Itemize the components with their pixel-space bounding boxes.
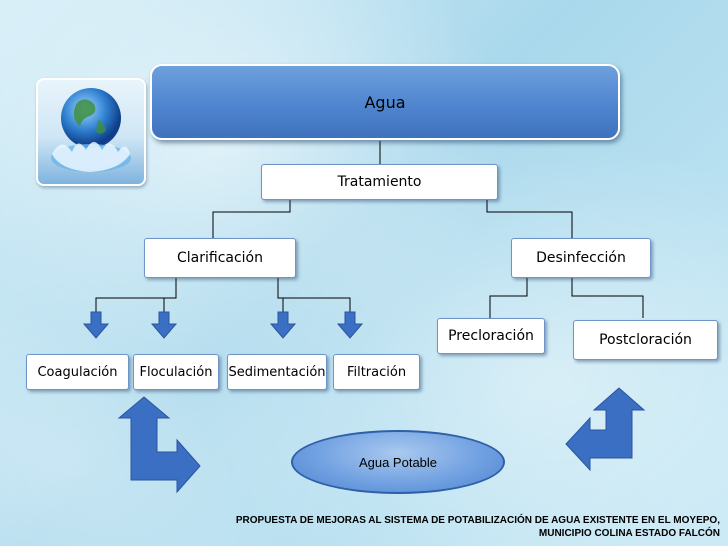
connector-to-filtracion [277,278,351,312]
down-arrow-icon [150,311,178,339]
connector-to-sedimentacion [277,278,284,312]
footer-caption: PROPUESTA DE MEJORAS AL SISTEMA DE POTAB… [230,514,720,540]
connector-to-postcloracion [571,278,644,318]
node-agua: Agua [150,64,620,140]
node-coagulacion: Coagulación [26,354,129,390]
connector-tratamiento-desinfeccion [486,200,573,238]
footer-line-2: MUNICIPIO COLINA ESTADO FALCÓN [538,528,720,539]
connector-to-precloracion [489,278,528,318]
bent-arrow-left-icon [117,396,201,494]
footer-line-1: PROPUESTA DE MEJORAS AL SISTEMA DE POTAB… [235,515,720,526]
node-sedimentacion: Sedimentación [227,354,327,390]
connector-tratamiento-clarificacion [212,200,291,238]
node-postcloracion: Postcloración [573,320,718,360]
node-precloracion: Precloración [437,318,545,354]
logo-globe [36,78,146,186]
node-filtracion: Filtración [333,354,420,390]
down-arrow-icon [336,311,364,339]
down-arrow-icon [269,311,297,339]
node-agua-potable: Agua Potable [291,430,505,494]
bent-arrow-right-icon [565,387,646,472]
down-arrow-icon [82,311,110,339]
node-floculacion: Floculación [133,354,219,390]
globe-water-splash-icon [51,88,131,172]
node-desinfeccion: Desinfección [511,238,651,278]
node-clarificacion: Clarificación [144,238,296,278]
node-tratamiento: Tratamiento [261,164,498,200]
connector-to-floculacion [163,278,177,312]
